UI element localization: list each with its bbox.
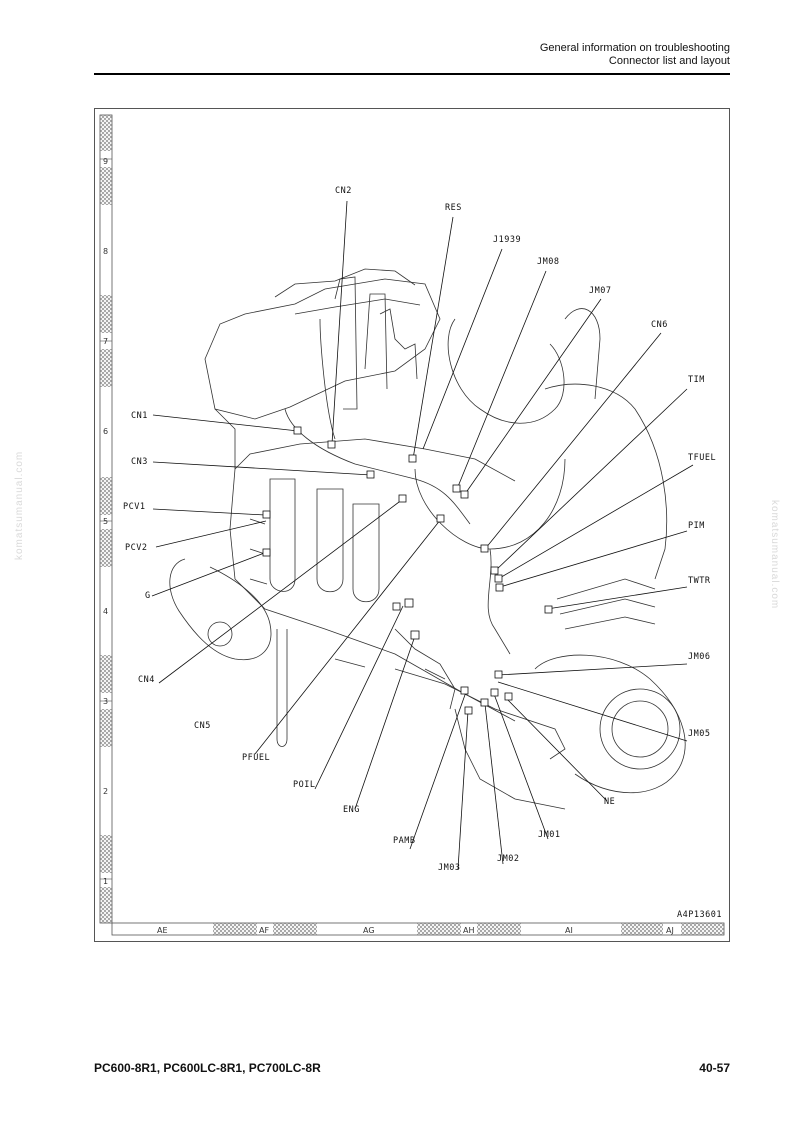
watermark-right: komatsumanual.com: [769, 500, 780, 610]
header-subsection-title: Connector list and layout: [608, 55, 730, 67]
figure-frame: 9 8 7 6 5 4 3 2 1 AE AF AG AH AI AJ: [94, 108, 730, 942]
label-cn4: CN4: [138, 675, 155, 685]
label-tim: TIM: [688, 375, 705, 385]
label-jm07: JM07: [589, 286, 611, 296]
footer-page-number: 40-57: [699, 1061, 730, 1075]
row-label-4: 4: [103, 607, 108, 616]
label-eng: ENG: [343, 805, 360, 815]
row-ruler: 9 8 7 6 5 4 3 2 1: [99, 114, 113, 924]
row-label-5: 5: [103, 517, 108, 526]
label-pfuel: PFUEL: [242, 753, 270, 763]
label-pim: PIM: [688, 521, 705, 531]
label-poil: POIL: [293, 780, 315, 790]
row-label-9: 9: [103, 157, 108, 166]
label-cn5: CN5: [194, 721, 211, 731]
row-label-3: 3: [103, 697, 108, 706]
label-jm02: JM02: [497, 854, 519, 864]
label-g: G: [145, 591, 151, 601]
figure-code: A4P13601: [677, 910, 722, 920]
col-label-ag: AG: [363, 926, 375, 935]
label-cn2: CN2: [335, 186, 352, 196]
label-j1939: J1939: [493, 235, 521, 245]
engine-illustration: [169, 268, 686, 810]
col-label-ai: AI: [565, 926, 573, 935]
label-jm01: JM01: [538, 830, 560, 840]
label-cn3: CN3: [131, 457, 148, 467]
col-label-ae: AE: [157, 926, 168, 935]
label-pamb: PAMB: [393, 836, 415, 846]
label-jm08: JM08: [537, 257, 559, 267]
label-pcv2: PCV2: [125, 543, 147, 553]
row-label-7: 7: [103, 337, 108, 346]
label-twtr: TWTR: [688, 576, 711, 586]
connector-markers: [262, 426, 553, 715]
label-jm03: JM03: [438, 863, 460, 873]
header-section-title: General information on troubleshooting: [539, 42, 730, 54]
footer-model-list: PC600-8R1, PC600LC-8R1, PC700LC-8R: [94, 1061, 321, 1075]
header-rule: [94, 73, 730, 75]
label-pcv1: PCV1: [123, 502, 145, 512]
row-label-6: 6: [103, 427, 108, 436]
leader-lines: [151, 200, 694, 870]
watermark-left: komatsumanual.com: [14, 450, 25, 560]
column-ruler: AE AF AG AH AI AJ: [111, 922, 725, 936]
label-jm06: JM06: [688, 652, 710, 662]
row-label-8: 8: [103, 247, 108, 256]
col-label-aj: AJ: [666, 926, 674, 935]
label-res: RES: [445, 203, 462, 213]
row-label-1: 1: [103, 877, 108, 886]
label-cn6: CN6: [651, 320, 668, 330]
label-tfuel: TFUEL: [688, 453, 716, 463]
label-ne: NE: [604, 797, 615, 807]
label-jm05: JM05: [688, 729, 710, 739]
col-label-ah: AH: [463, 926, 475, 935]
row-label-2: 2: [103, 787, 108, 796]
connector-labels: CN2 RES J1939 JM08 JM07 CN6 TIM TFUEL PI…: [123, 186, 722, 920]
page-header: General information on troubleshooting C…: [540, 42, 730, 68]
label-cn1: CN1: [131, 411, 148, 421]
col-label-af: AF: [259, 926, 269, 935]
connector-layout-diagram: 9 8 7 6 5 4 3 2 1 AE AF AG AH AI AJ: [99, 114, 725, 936]
